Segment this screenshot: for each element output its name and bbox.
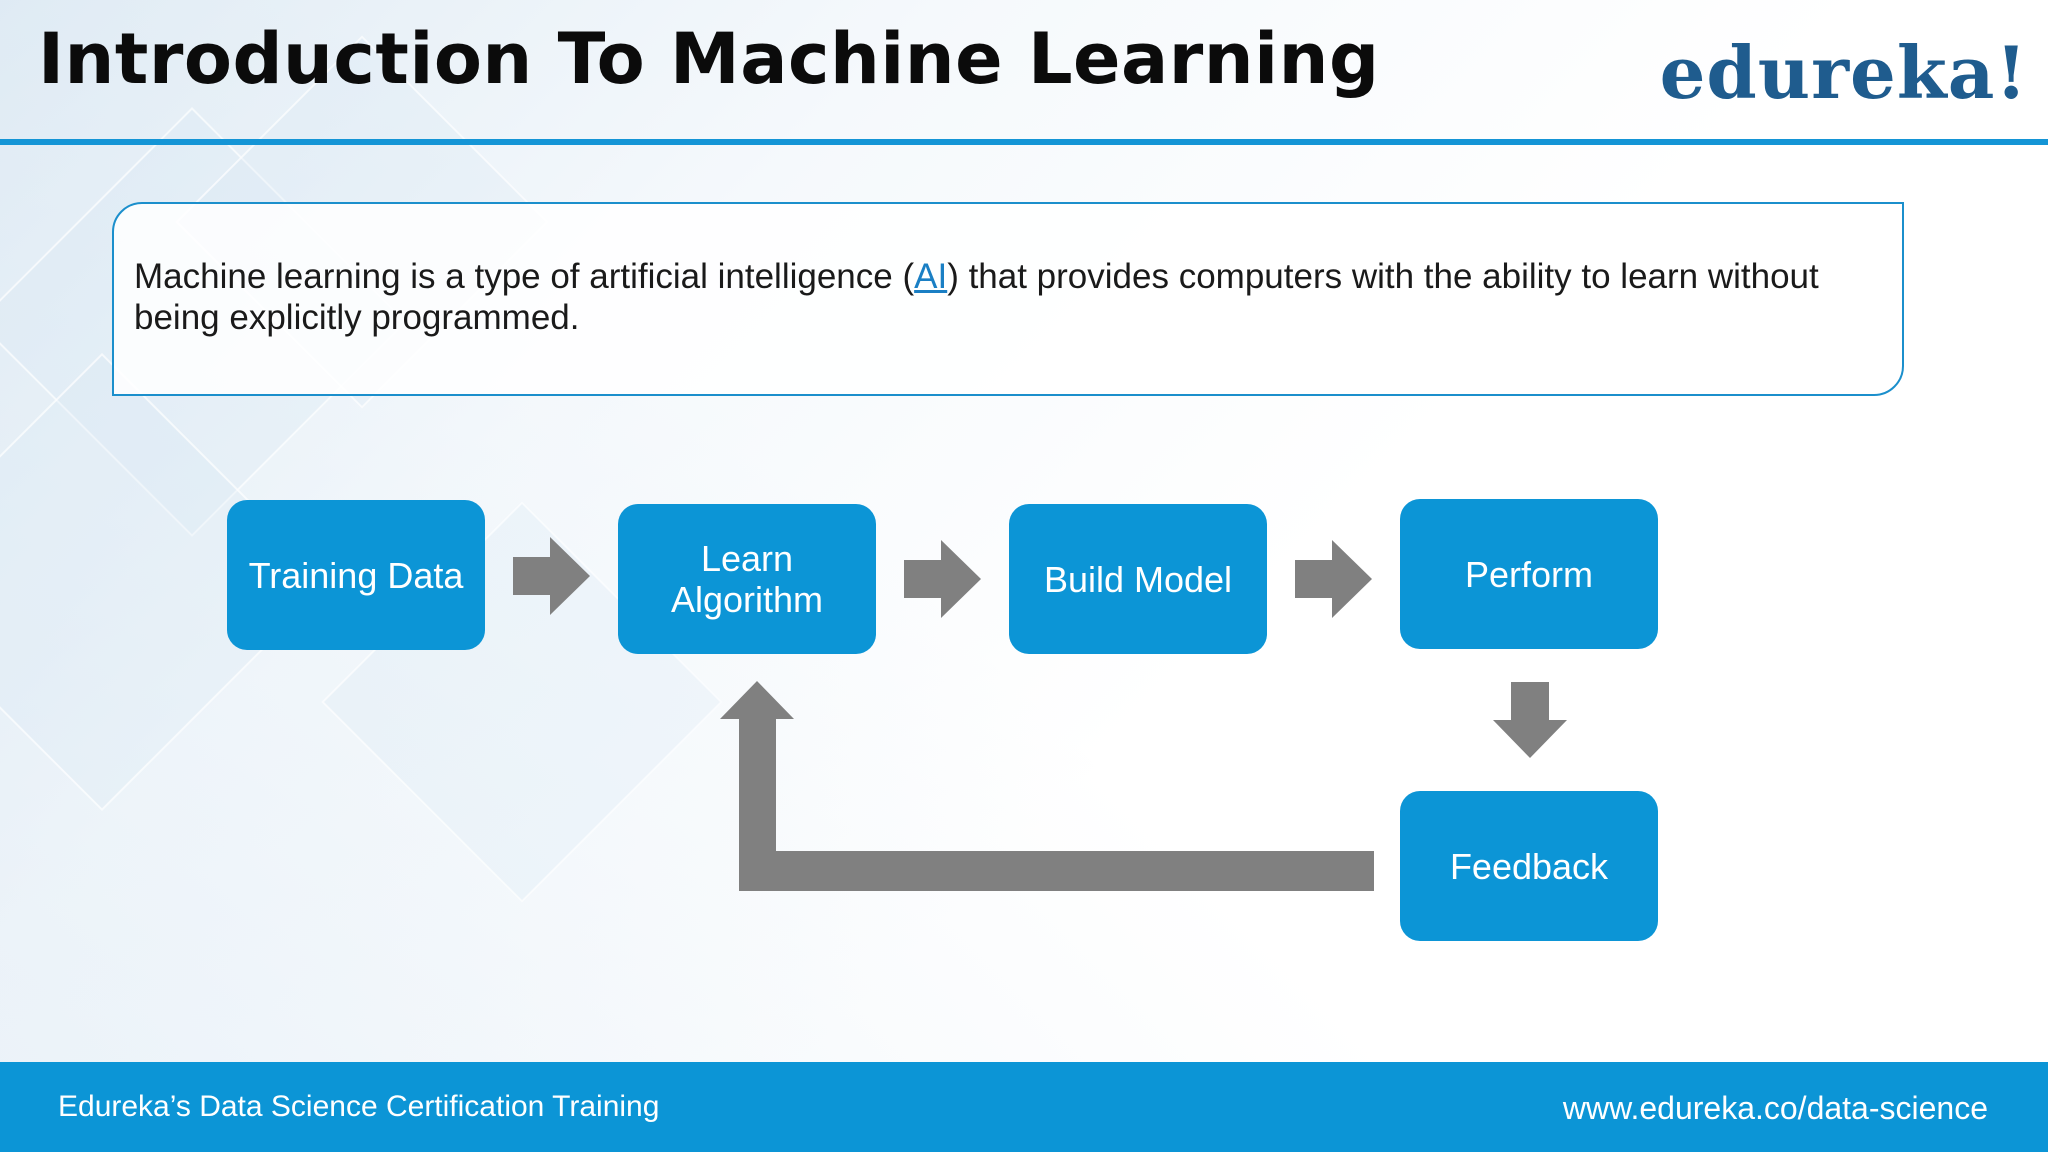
node-learn-algorithm: Learn Algorithm [618,504,876,654]
footer-url[interactable]: www.edureka.co/data-science [1562,1090,1988,1126]
arrow-training-to-learn [513,537,590,615]
arrow-build-to-perform [1295,540,1372,618]
header-divider [0,139,2048,145]
ai-link[interactable]: AI [914,257,948,296]
definition-text-start: Machine learning is a type of artificial… [134,257,915,296]
definition-text-end: ) that provides computers with the abili… [134,257,1819,337]
arrow-learn-to-build [904,540,981,618]
definition-text: Machine learning is a type of artificial… [134,256,1894,338]
node-training-data: Training Data [227,500,485,650]
edureka-logo: edureka! [1659,30,2028,115]
node-feedback: Feedback [1400,791,1658,941]
footer-course-title: Edureka’s Data Science Certification Tra… [58,1090,660,1123]
slide-title: Introduction To Machine Learning [38,18,1380,100]
flow-arrows [513,537,1567,891]
node-perform: Perform [1400,499,1658,649]
footer-bar: Edureka’s Data Science Certification Tra… [0,1062,2048,1152]
arrow-perform-to-feedback [1493,682,1567,758]
definition-box: Machine learning is a type of artificial… [112,202,1904,396]
arrow-feedback-to-learn [720,681,1374,891]
node-build-model: Build Model [1009,504,1267,654]
